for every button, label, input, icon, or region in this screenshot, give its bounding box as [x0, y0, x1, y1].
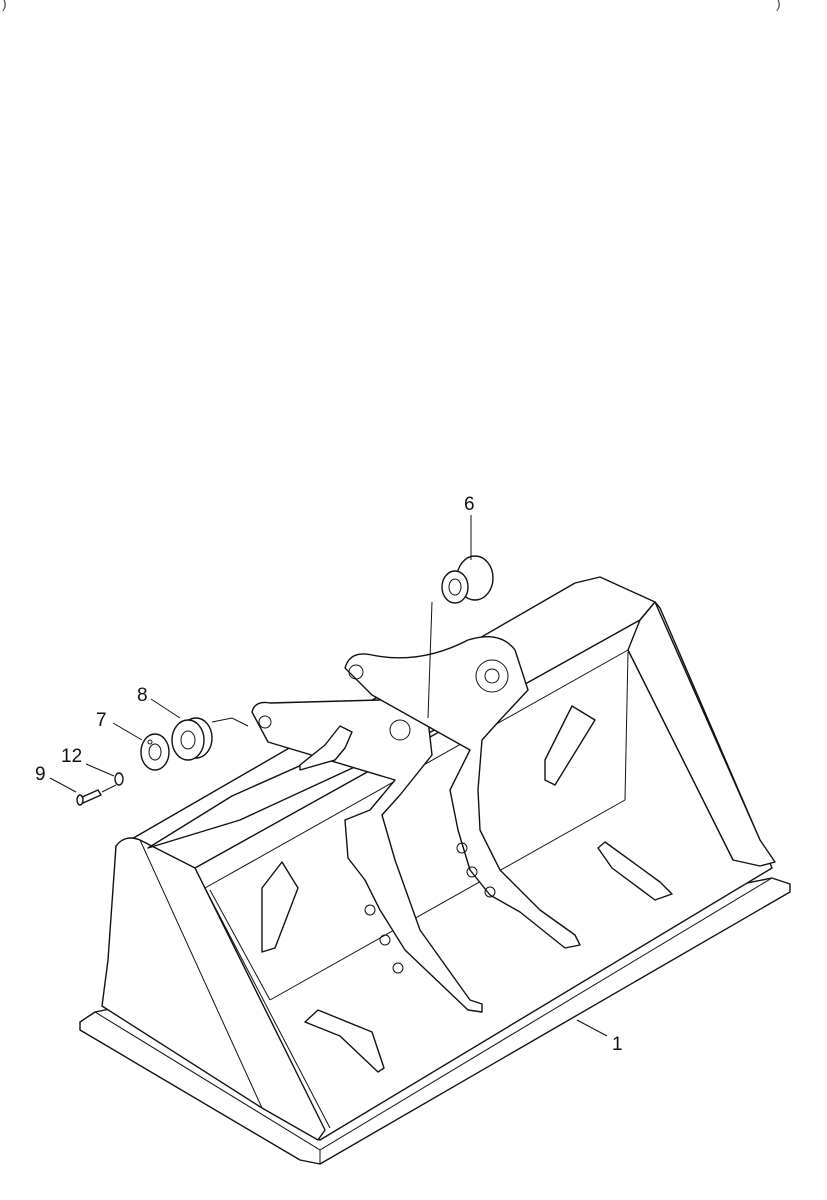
callout-12: 12 [61, 746, 82, 767]
bushing-leader-line [427, 601, 433, 719]
callout-7-leader [112, 722, 143, 741]
callout-6: 6 [464, 494, 475, 515]
callout-7: 7 [96, 710, 107, 731]
callout-12-leader [85, 763, 115, 777]
callout-1: 1 [612, 1034, 623, 1055]
corner-mark-left: ) [2, 0, 7, 11]
retaining-plate-part-7 [140, 733, 170, 771]
callout-8-leader [150, 698, 181, 719]
callout-9: 9 [35, 764, 46, 785]
lock-washer-part-12 [114, 772, 124, 786]
bolt-axis-line [101, 784, 117, 793]
shim-leader-line [211, 717, 249, 727]
callout-8: 8 [137, 685, 148, 706]
right-hanger-bracket [344, 636, 581, 949]
callout-1-leader [576, 1019, 608, 1037]
shim-pack-part-8 [171, 717, 213, 761]
bushing-part-6 [441, 555, 494, 604]
corner-mark-right: ) [776, 0, 781, 11]
bolt-part-9 [76, 789, 102, 806]
callout-9-leader [49, 777, 77, 793]
